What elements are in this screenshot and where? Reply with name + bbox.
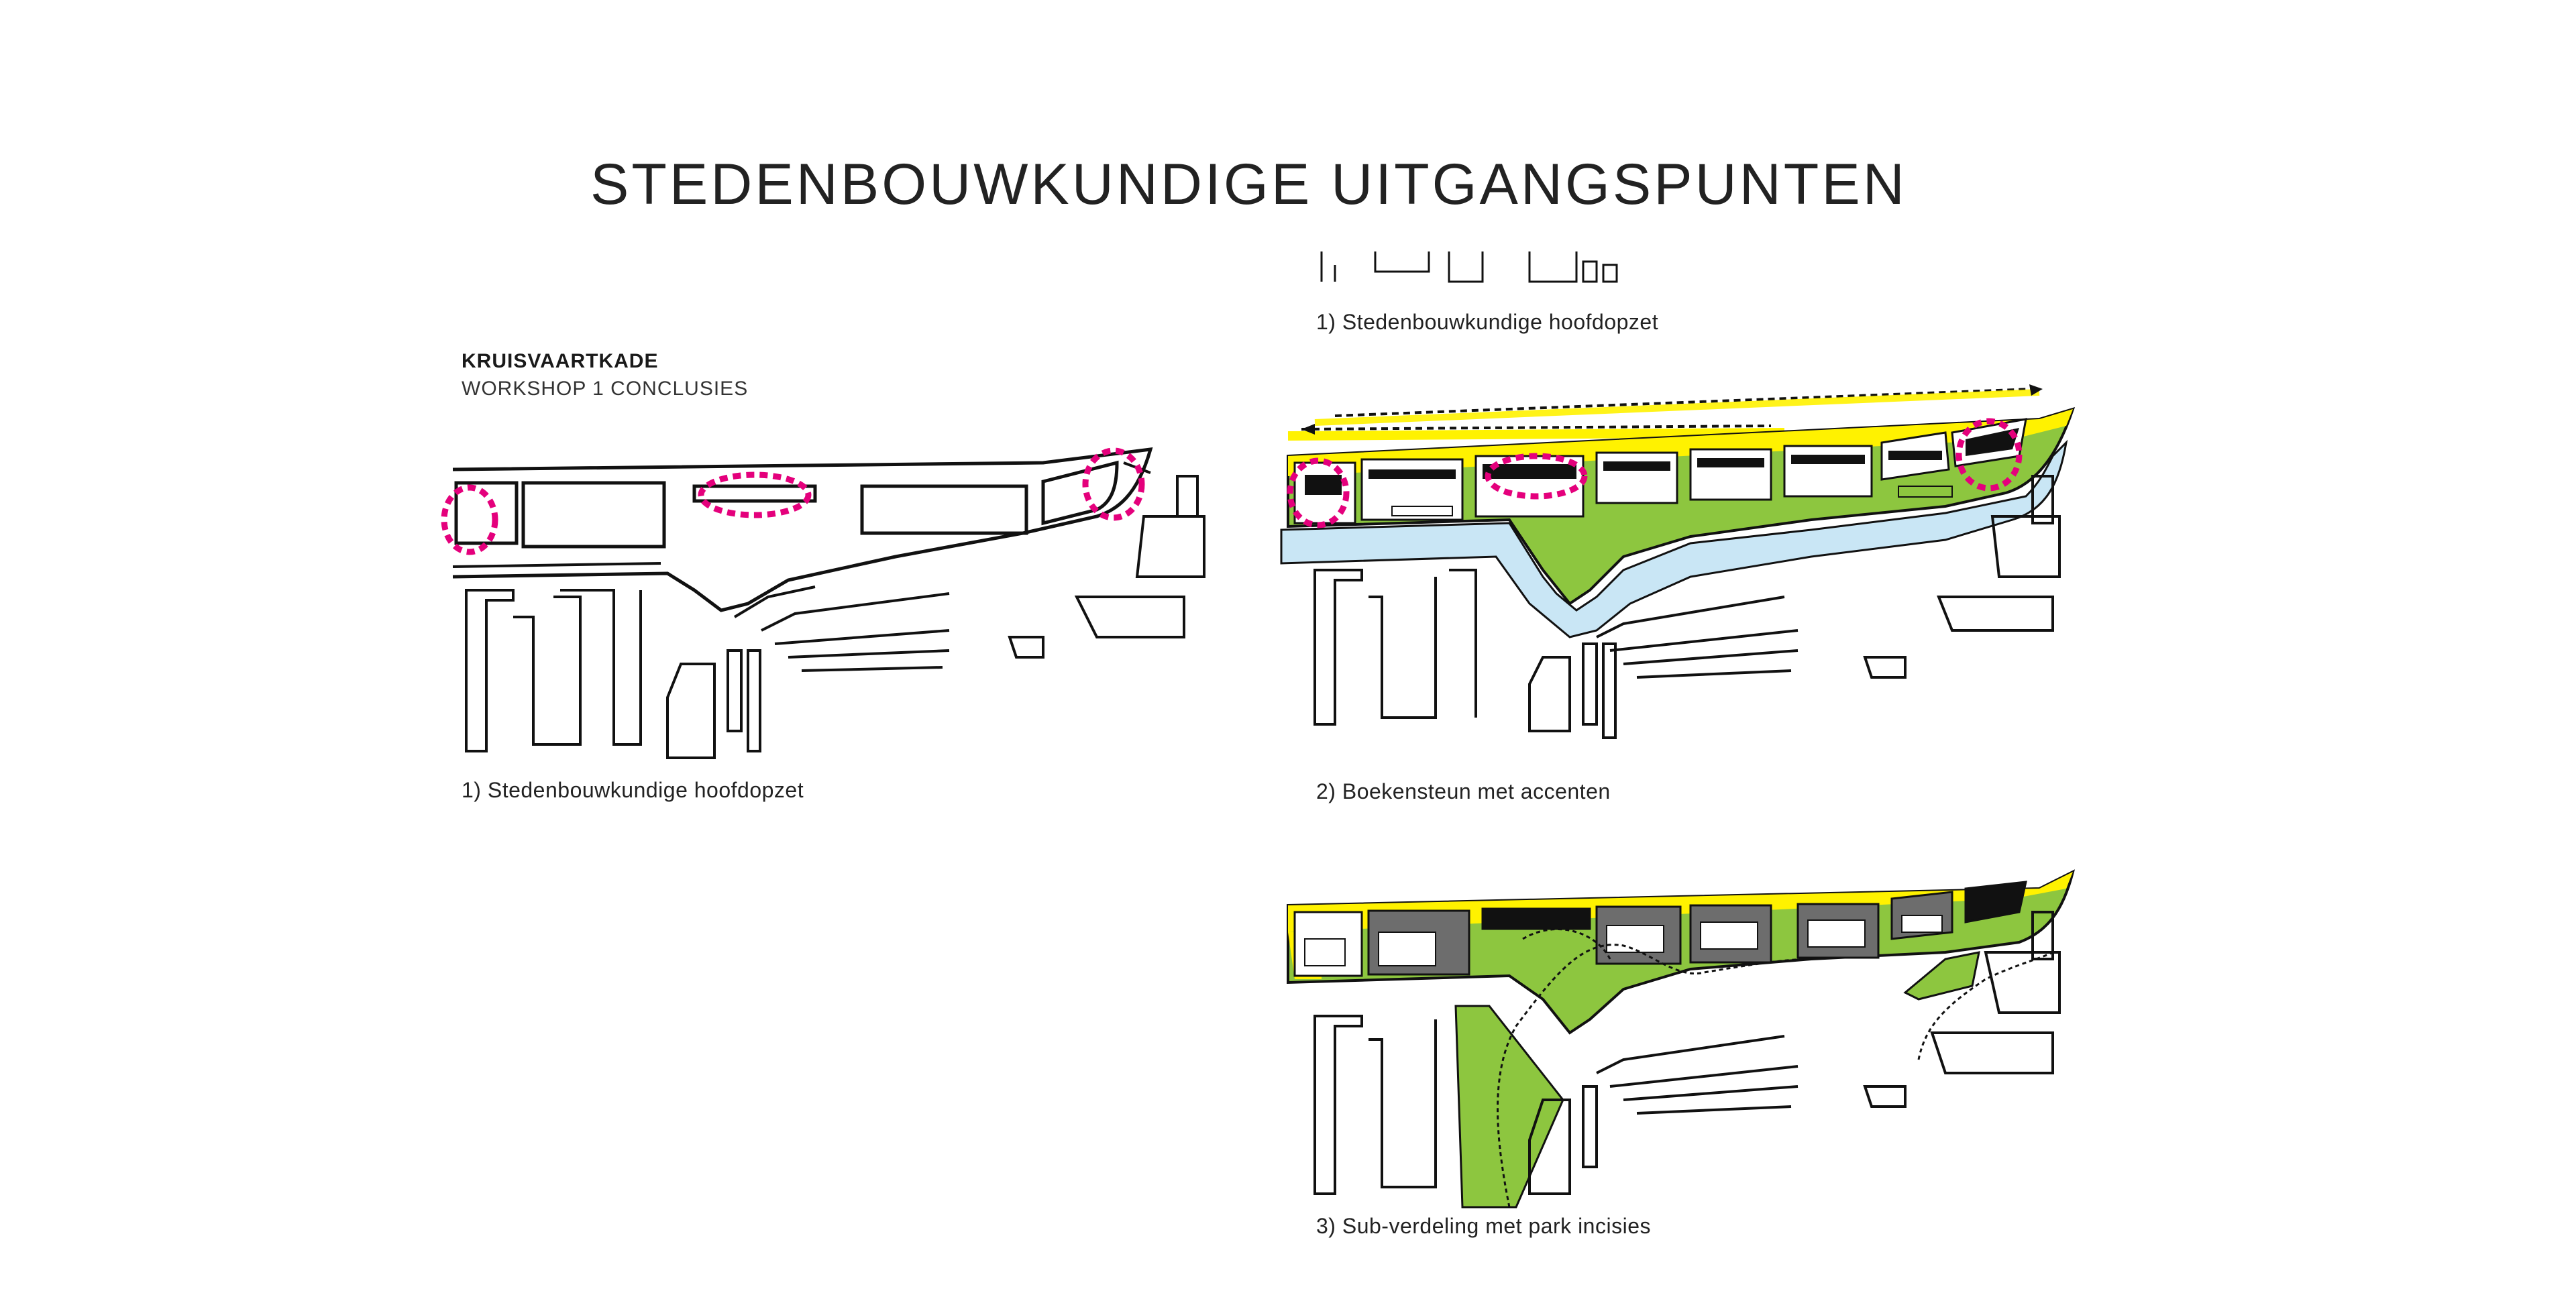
map-1-hoofdopzet <box>441 447 1205 759</box>
caption-map2: 2) Boekensteun met accenten <box>1316 779 1611 803</box>
cropped-map-strip <box>1320 251 1618 283</box>
map1-accent-circles <box>441 447 1145 555</box>
page-title: STEDENBOUWKUNDIGE UITGANGSPUNTEN <box>590 152 1907 217</box>
caption-map1: 1) Stedenbouwkundige hoofdopzet <box>462 778 804 802</box>
map2-water <box>1280 439 2068 638</box>
section-subheading: WORKSHOP 1 CONCLUSIES <box>462 378 749 400</box>
map3-paths <box>1497 928 2053 1208</box>
map2-black-bars <box>1305 428 2019 495</box>
map3-park-incisions <box>1454 951 1980 1209</box>
map1-context <box>452 447 1205 759</box>
map-2-boekensteun <box>1280 384 2076 739</box>
map2-context <box>1313 475 2061 739</box>
map3-context <box>1313 911 2061 1195</box>
section-heading: KRUISVAARTKADE <box>462 350 659 372</box>
map2-edge-arrows <box>1301 388 2033 431</box>
caption-map1-top: 1) Stedenbouwkundige hoofdopzet <box>1316 310 1659 334</box>
map3-courtyards <box>1304 915 1943 966</box>
map1-building-blocks <box>454 460 1119 549</box>
map2-hatches <box>1391 486 1953 516</box>
caption-map3: 3) Sub-verdeling met park incisies <box>1316 1214 1651 1238</box>
map-3-sub-verdeling <box>1287 869 2075 1209</box>
map2-accent-circles <box>1287 418 2023 528</box>
